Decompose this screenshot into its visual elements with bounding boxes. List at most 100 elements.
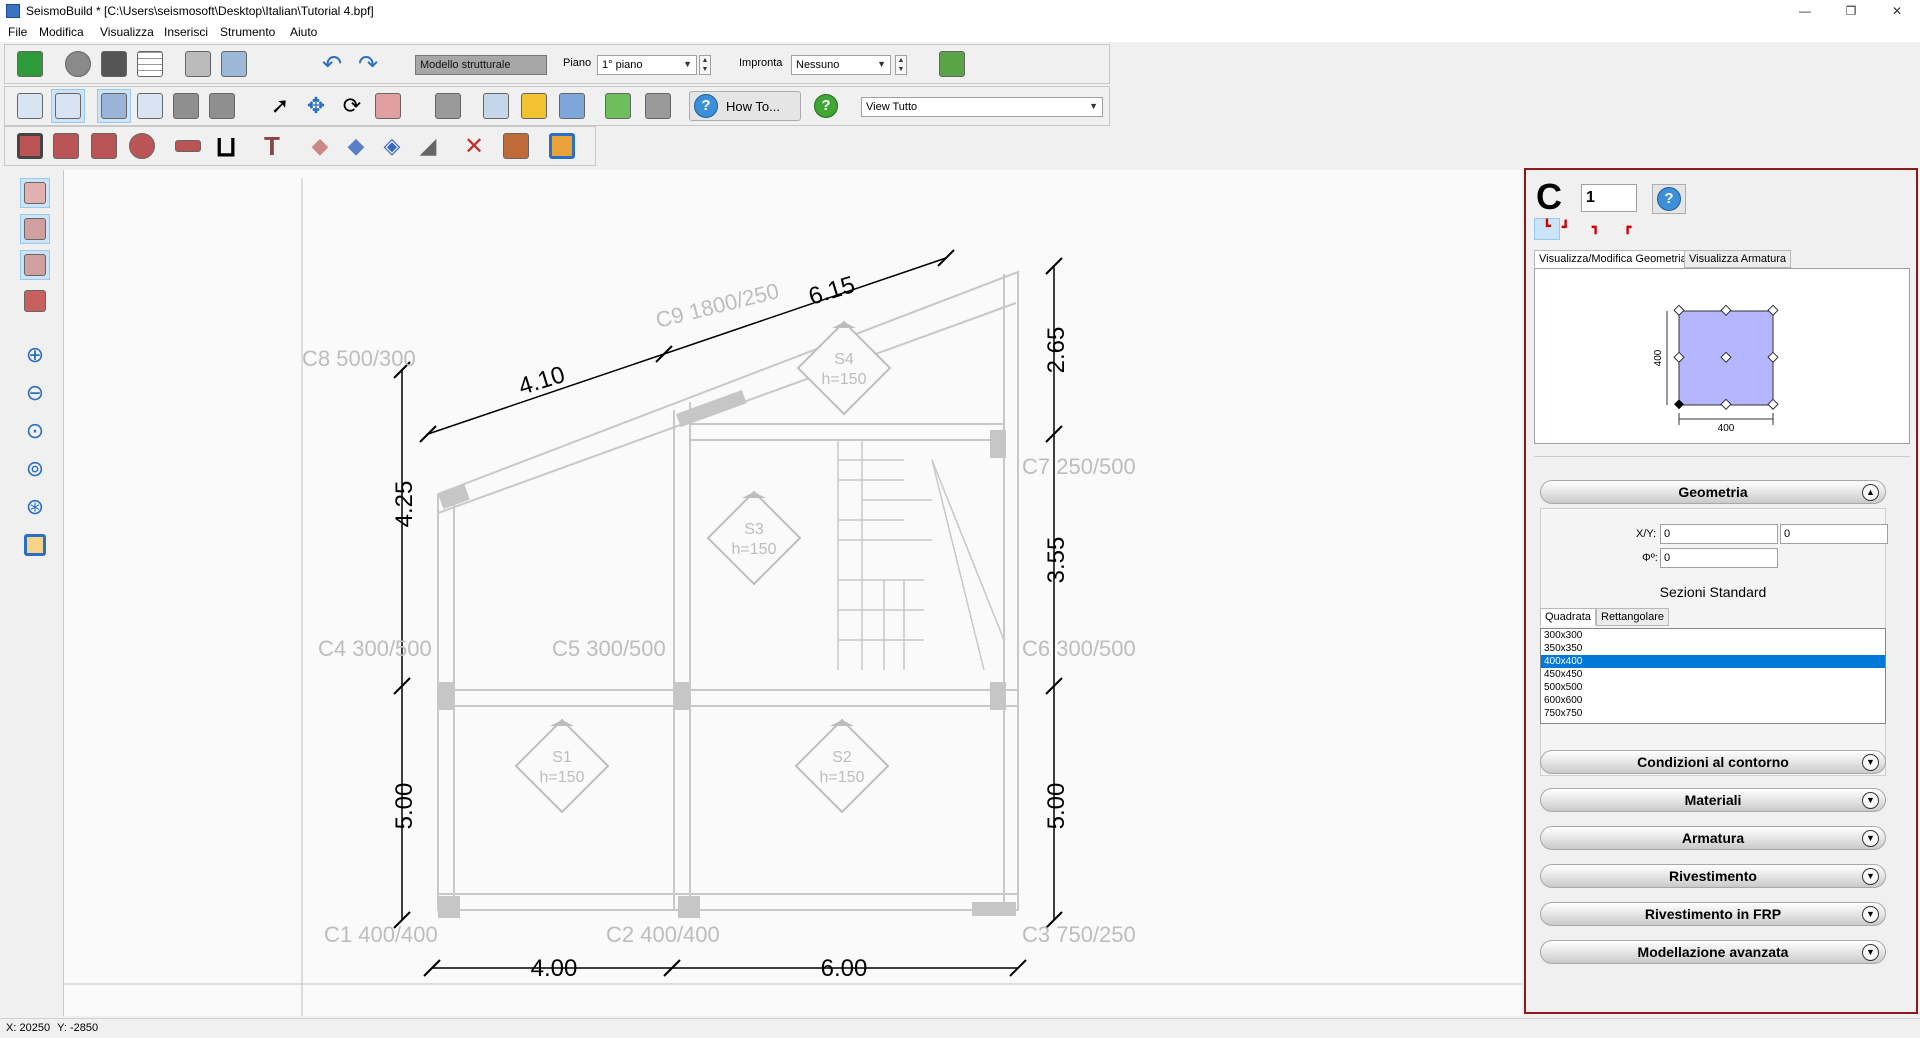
tab-geometry[interactable]: Visualizza/Modifica Geometria	[1534, 250, 1692, 268]
zoom-fit-icon[interactable]: ⊛	[25, 494, 45, 519]
save-icon[interactable]	[13, 47, 47, 81]
dwg-layer-2-icon[interactable]	[20, 214, 50, 244]
menu-file[interactable]: File	[8, 25, 28, 39]
slab-stack-icon[interactable]: ◈	[383, 133, 401, 158]
frame-icon[interactable]	[545, 129, 579, 163]
undo-icon[interactable]: ↶	[321, 50, 343, 78]
dwg-import-icon[interactable]	[13, 89, 47, 123]
report-icon[interactable]	[479, 89, 513, 123]
advanced-modelling-section-header[interactable]: Modellazione avanzata ▼	[1540, 940, 1886, 964]
floors-icon[interactable]	[641, 89, 675, 123]
panel-help-button[interactable]: ?	[1652, 184, 1686, 214]
section-type-4-icon[interactable]: ┏	[1624, 220, 1632, 234]
floor-select[interactable]: 1° piano ▼	[597, 55, 697, 75]
3d-box-icon[interactable]	[97, 47, 131, 81]
dwg-layer-1-icon[interactable]	[20, 178, 50, 208]
close-button[interactable]: ✕	[1891, 4, 1903, 18]
footprint-spinner[interactable]: ▲▼	[895, 55, 907, 75]
t-column-icon[interactable]	[87, 129, 121, 163]
section-type-3-icon[interactable]: ┓	[1592, 220, 1600, 234]
boundary-conditions-section-header[interactable]: Condizioni al contorno ▼	[1540, 750, 1886, 774]
section-type-2-icon[interactable]: ┛	[1562, 220, 1570, 234]
floor-plan-drawing[interactable]: 4.10 6.15 2.65 3.55 5.00 4.25 5.00 4.00 …	[64, 170, 1522, 1016]
check-icon[interactable]	[601, 89, 635, 123]
expand-icon[interactable]: ▼	[1862, 906, 1879, 923]
tab-square-sections[interactable]: Quadrata	[1540, 608, 1596, 626]
footprint-select[interactable]: Nessuno ▼	[791, 55, 891, 75]
dwg-layer-4-icon[interactable]	[20, 286, 50, 316]
menu-aiuto[interactable]: Aiuto	[290, 25, 318, 39]
print-preview-icon[interactable]	[217, 47, 251, 81]
menu-visualizza[interactable]: Visualizza	[100, 25, 154, 39]
floor-spinner[interactable]: ▲▼	[699, 55, 711, 75]
collapse-icon[interactable]: ▲	[1862, 484, 1879, 501]
stair-icon[interactable]: ◢	[419, 133, 437, 158]
list-item[interactable]: 500x500	[1544, 682, 1583, 693]
menu-inserisci[interactable]: Inserisci	[164, 25, 209, 39]
expand-icon[interactable]: ▼	[1862, 944, 1879, 961]
l-column-icon[interactable]	[49, 129, 83, 163]
select-arrow-icon[interactable]: ➚	[270, 93, 290, 118]
rotation-angle-input[interactable]: 0	[1660, 548, 1778, 568]
zoom-extents-icon[interactable]	[20, 530, 50, 560]
slab-blue-icon[interactable]: ◆	[347, 133, 365, 158]
grid-icon[interactable]	[133, 47, 167, 81]
slab-icon[interactable]: ◆	[311, 133, 329, 158]
circular-column-icon[interactable]	[125, 129, 159, 163]
move-icon[interactable]: ✥	[306, 93, 326, 118]
exit-icon[interactable]	[935, 47, 969, 81]
dwg-export-icon[interactable]	[133, 89, 167, 123]
geometry-section-header[interactable]: Geometria ▲	[1540, 480, 1886, 504]
expand-icon[interactable]: ▼	[1862, 868, 1879, 885]
zoom-out-icon[interactable]: ⊖	[25, 380, 45, 405]
zoom-previous-icon[interactable]: ⊚	[25, 456, 45, 481]
u-wall-icon[interactable]: ⊔	[215, 130, 237, 162]
minimize-button[interactable]: —	[1799, 4, 1811, 18]
zoom-in-icon[interactable]: ⊕	[25, 342, 45, 367]
menu-modifica[interactable]: Modifica	[39, 25, 84, 39]
list-item[interactable]: 600x600	[1544, 695, 1583, 706]
materials-section-header[interactable]: Materiali ▼	[1540, 788, 1886, 812]
green-help-icon[interactable]: ?	[809, 89, 843, 123]
restore-button[interactable]: ❐	[1845, 4, 1857, 18]
jacketing-section-header[interactable]: Rivestimento ▼	[1540, 864, 1886, 888]
menu-strumento[interactable]: Strumento	[220, 25, 276, 39]
redo-icon[interactable]: ↷	[357, 50, 379, 78]
t-beam-icon[interactable]: T	[264, 130, 280, 161]
paint-icon[interactable]	[517, 89, 551, 123]
calculate-icon[interactable]	[555, 89, 589, 123]
expand-icon[interactable]: ▼	[1862, 754, 1879, 771]
tab-rectangular-sections[interactable]: Rettangolare	[1596, 608, 1669, 626]
rect-column-icon[interactable]	[13, 129, 47, 163]
how-to-button[interactable]: ? How To...	[689, 91, 801, 121]
y-coordinate-input[interactable]: 0	[1780, 524, 1888, 544]
expand-icon[interactable]: ▼	[1862, 792, 1879, 809]
list-item[interactable]: 300x300	[1544, 630, 1583, 641]
rotate-icon[interactable]: ⟳	[342, 93, 362, 118]
list-item[interactable]: 750x750	[1544, 708, 1583, 719]
list-item[interactable]: 350x350	[1544, 643, 1583, 654]
drawing-canvas[interactable]: 4.10 6.15 2.65 3.55 5.00 4.25 5.00 4.00 …	[64, 170, 1522, 1016]
infill-wall-icon[interactable]	[499, 129, 533, 163]
delete-icon[interactable]: ✕	[463, 132, 485, 160]
dwg-layer-3-icon[interactable]	[20, 250, 50, 280]
erase-icon[interactable]	[371, 89, 405, 123]
floor-export-icon[interactable]	[205, 89, 239, 123]
zoom-window-icon[interactable]: ⊙	[25, 418, 45, 443]
expand-icon[interactable]: ▼	[1862, 830, 1879, 847]
list-item-selected[interactable]: 400x400	[1541, 655, 1885, 668]
structural-model-button[interactable]: Modello strutturale	[415, 55, 547, 75]
reinforcement-section-header[interactable]: Armatura ▼	[1540, 826, 1886, 850]
floor-view-icon[interactable]	[431, 89, 465, 123]
beam-icon[interactable]	[171, 129, 205, 163]
section-type-1-icon[interactable]: ┗	[1534, 218, 1560, 240]
settings-check-icon[interactable]	[61, 47, 95, 81]
list-item[interactable]: 450x450	[1544, 669, 1583, 680]
view-select[interactable]: View Tutto ▼	[861, 97, 1103, 117]
frp-jacketing-section-header[interactable]: Rivestimento in FRP ▼	[1540, 902, 1886, 926]
dwg-view-icon[interactable]	[51, 89, 85, 123]
floor-copy-icon[interactable]	[169, 89, 203, 123]
move-nodes-icon[interactable]	[97, 89, 131, 123]
print-icon[interactable]	[181, 47, 215, 81]
x-coordinate-input[interactable]: 0	[1660, 524, 1778, 544]
